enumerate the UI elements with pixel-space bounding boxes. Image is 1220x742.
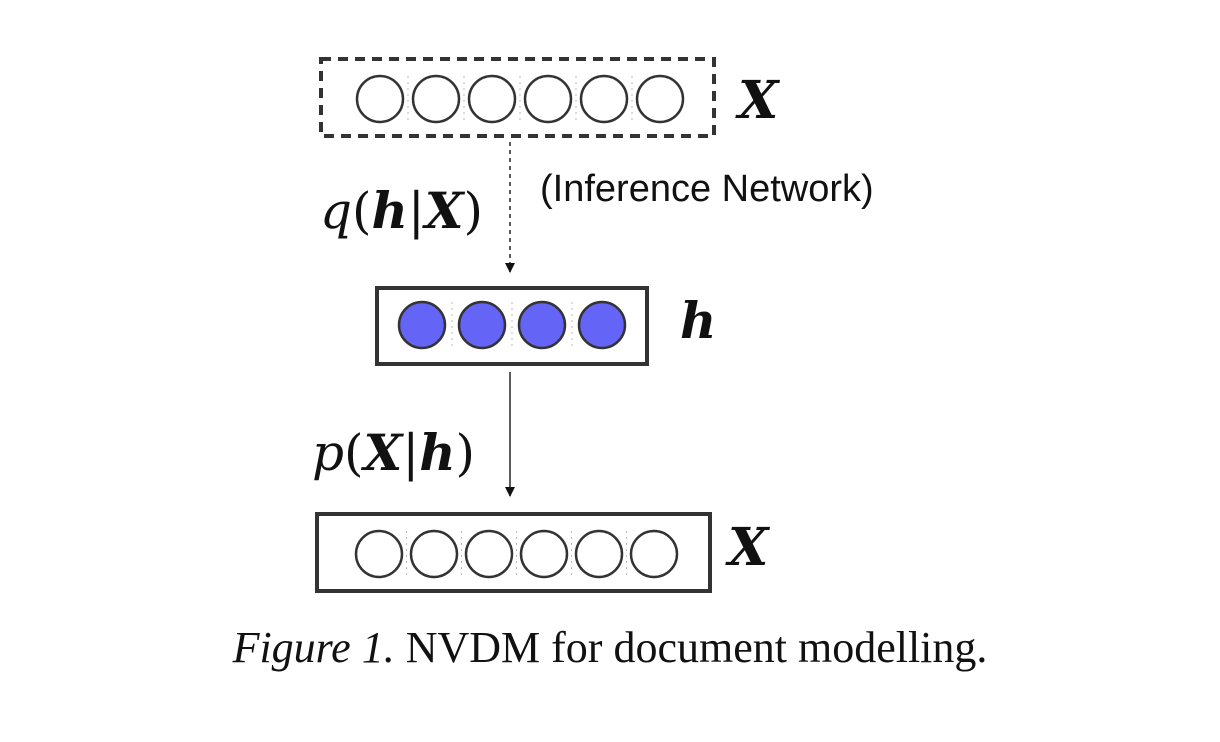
hidden-units [397,300,627,350]
output-unit [464,529,514,579]
hidden-unit [517,300,567,350]
input-unit [579,74,629,124]
generative-formula: p(X|h) [312,423,475,482]
output-unit [354,529,404,579]
input-unit [411,74,461,124]
input-unit [467,74,517,124]
inference-func: q [320,182,352,240]
inference-network-note: (Inference Network) [540,168,874,210]
output-layer [315,512,712,593]
generative-func: p [312,424,344,482]
figure-caption: Figure 1. NVDM for document modelling. [0,622,1220,673]
input-units [355,74,685,124]
input-unit [523,74,573,124]
generative-given: h [419,423,455,482]
input-layer-label: X [735,70,781,131]
output-layer-box [315,512,712,593]
hidden-layer [375,286,649,366]
input-layer-box [319,57,716,138]
inference-target: h [372,181,408,240]
hidden-unit [457,300,507,350]
caption-lead: Figure 1. [232,623,395,672]
output-layer-label: X [725,517,771,578]
output-unit [574,529,624,579]
output-unit [409,529,459,579]
hidden-layer-box [375,286,649,366]
caption-text: NVDM for document modelling. [405,623,988,672]
input-unit [635,74,685,124]
hidden-unit [577,300,627,350]
output-unit [629,529,679,579]
inference-formula: q(h|X) [320,181,483,240]
hidden-layer-label: h [680,291,716,350]
hidden-unit [397,300,447,350]
input-unit [355,74,405,124]
inference-given: X [422,181,466,240]
generative-target: X [361,423,405,482]
input-layer [319,57,716,138]
output-units [354,529,679,579]
output-unit [519,529,569,579]
